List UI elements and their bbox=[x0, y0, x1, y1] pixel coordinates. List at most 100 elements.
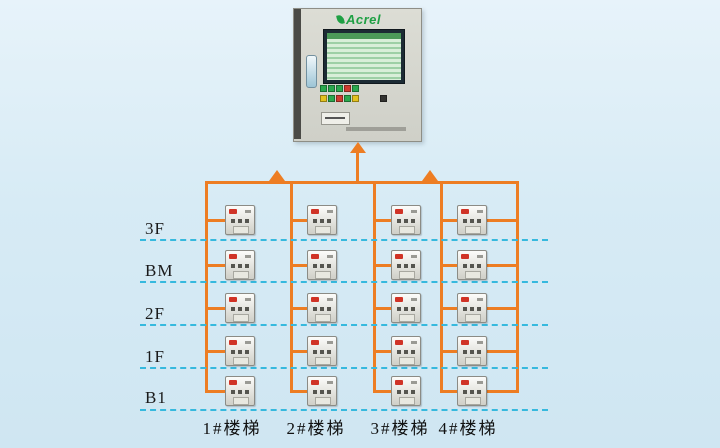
module-panel bbox=[399, 397, 415, 405]
arrow-up-icon bbox=[269, 170, 285, 181]
red-button bbox=[336, 95, 343, 102]
module-panel bbox=[399, 226, 415, 234]
alarm-led bbox=[395, 254, 403, 259]
module-tag bbox=[245, 381, 251, 384]
floor-label-b1: B1 bbox=[145, 388, 167, 407]
module-tag bbox=[327, 341, 333, 344]
riser-2 bbox=[290, 181, 293, 393]
module-tag bbox=[327, 381, 333, 384]
floor-label-3f: 3F bbox=[145, 219, 165, 238]
monitor-module bbox=[391, 250, 421, 280]
wire-stub bbox=[373, 307, 391, 310]
alarm-led bbox=[229, 380, 237, 385]
monitor-module bbox=[307, 250, 337, 280]
brand-name: Acrel bbox=[345, 12, 382, 27]
floor-label-1f: 1F bbox=[145, 347, 165, 366]
module-panel bbox=[465, 226, 481, 234]
alarm-led bbox=[311, 209, 319, 214]
wire-stub bbox=[290, 307, 307, 310]
brand-logo: Acrel bbox=[304, 12, 414, 27]
module-tag bbox=[327, 255, 333, 258]
black-button bbox=[380, 95, 387, 102]
green-button bbox=[336, 85, 343, 92]
wire-stub bbox=[440, 307, 457, 310]
riser-main bbox=[356, 153, 359, 181]
module-tag bbox=[477, 381, 483, 384]
riser-1 bbox=[205, 181, 208, 393]
alarm-led bbox=[461, 209, 469, 214]
paper-slot bbox=[325, 117, 345, 119]
alarm-led bbox=[395, 380, 403, 385]
green-button bbox=[344, 95, 351, 102]
alarm-led bbox=[395, 209, 403, 214]
module-panel bbox=[465, 271, 481, 279]
monitor-module bbox=[225, 336, 255, 366]
wire-stub bbox=[205, 350, 225, 353]
module-panel bbox=[233, 271, 249, 279]
wire-stub bbox=[290, 350, 307, 353]
module-panel bbox=[233, 314, 249, 322]
module-panel bbox=[233, 226, 249, 234]
bus-top bbox=[205, 181, 519, 184]
module-panel bbox=[233, 357, 249, 365]
monitor-module bbox=[307, 376, 337, 406]
module-tag bbox=[411, 210, 417, 213]
module-tag bbox=[327, 298, 333, 301]
column-label-stair3: 3#楼梯 bbox=[370, 419, 430, 438]
wire-stub bbox=[205, 390, 225, 393]
module-panel bbox=[315, 357, 331, 365]
module-panel bbox=[465, 397, 481, 405]
monitor-module bbox=[457, 376, 487, 406]
monitor-module bbox=[307, 205, 337, 235]
yellow-button bbox=[352, 95, 359, 102]
floor-label-2f: 2F bbox=[145, 304, 165, 323]
module-tag bbox=[477, 298, 483, 301]
module-tag bbox=[327, 210, 333, 213]
module-panel bbox=[399, 271, 415, 279]
alarm-led bbox=[311, 380, 319, 385]
alarm-led bbox=[395, 340, 403, 345]
wire-stub bbox=[440, 264, 457, 267]
module-panel bbox=[315, 397, 331, 405]
red-button bbox=[344, 85, 351, 92]
monitor-module bbox=[391, 336, 421, 366]
module-panel bbox=[465, 357, 481, 365]
monitor-module bbox=[225, 250, 255, 280]
monitor-module bbox=[457, 250, 487, 280]
floor-separator bbox=[140, 239, 548, 241]
yellow-button bbox=[320, 95, 327, 102]
wire-stub bbox=[205, 307, 225, 310]
riser-3 bbox=[373, 181, 376, 393]
wire-stub bbox=[205, 219, 225, 222]
floor-separator bbox=[140, 409, 548, 411]
wire-stub bbox=[290, 390, 307, 393]
alarm-led bbox=[311, 340, 319, 345]
monitor-module bbox=[391, 205, 421, 235]
wire-stub bbox=[440, 390, 457, 393]
module-tag bbox=[411, 255, 417, 258]
module-tag bbox=[245, 210, 251, 213]
alarm-led bbox=[461, 340, 469, 345]
green-button bbox=[352, 85, 359, 92]
alarm-led bbox=[461, 297, 469, 302]
module-panel bbox=[465, 314, 481, 322]
floor-label-bm: BM bbox=[145, 261, 174, 280]
module-tag bbox=[477, 210, 483, 213]
control-panel: Acrel bbox=[293, 8, 422, 142]
riser-4 bbox=[440, 181, 443, 393]
alarm-led bbox=[395, 297, 403, 302]
module-panel bbox=[315, 271, 331, 279]
alarm-led bbox=[461, 254, 469, 259]
module-panel bbox=[399, 314, 415, 322]
column-label-stair2: 2#楼梯 bbox=[286, 419, 346, 438]
wire-stub bbox=[440, 219, 457, 222]
module-tag bbox=[245, 298, 251, 301]
module-tag bbox=[477, 341, 483, 344]
module-tag bbox=[411, 381, 417, 384]
module-panel bbox=[315, 314, 331, 322]
module-tag bbox=[245, 341, 251, 344]
column-label-stair1: 1#楼梯 bbox=[202, 419, 262, 438]
alarm-led bbox=[311, 297, 319, 302]
module-tag bbox=[411, 341, 417, 344]
